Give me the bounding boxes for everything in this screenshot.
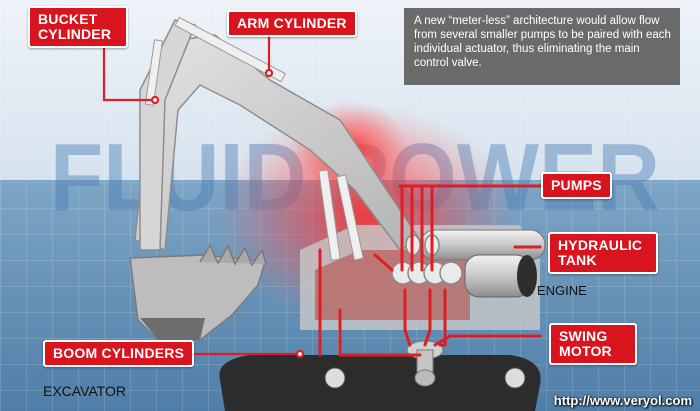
site-watermark: http://www.veryol.com [553,393,692,408]
arm-cylinder-label: ARM CYLINDER [227,10,357,37]
bucket-cylinder-label: BUCKET CYLINDER [28,6,128,48]
boom-cylinders-label: BOOM CYLINDERS [43,340,195,367]
swing-motor-label: SWING MOTOR [549,323,637,365]
pumps-label: PUMPS [541,172,612,199]
excavator-caption: EXCAVATOR [43,383,126,399]
hydraulic-tank-label: HYDRAULIC TANK [548,232,658,274]
info-callout: A new “meter-less” architecture would al… [404,8,680,85]
engine-label: ENGINE [537,283,587,298]
